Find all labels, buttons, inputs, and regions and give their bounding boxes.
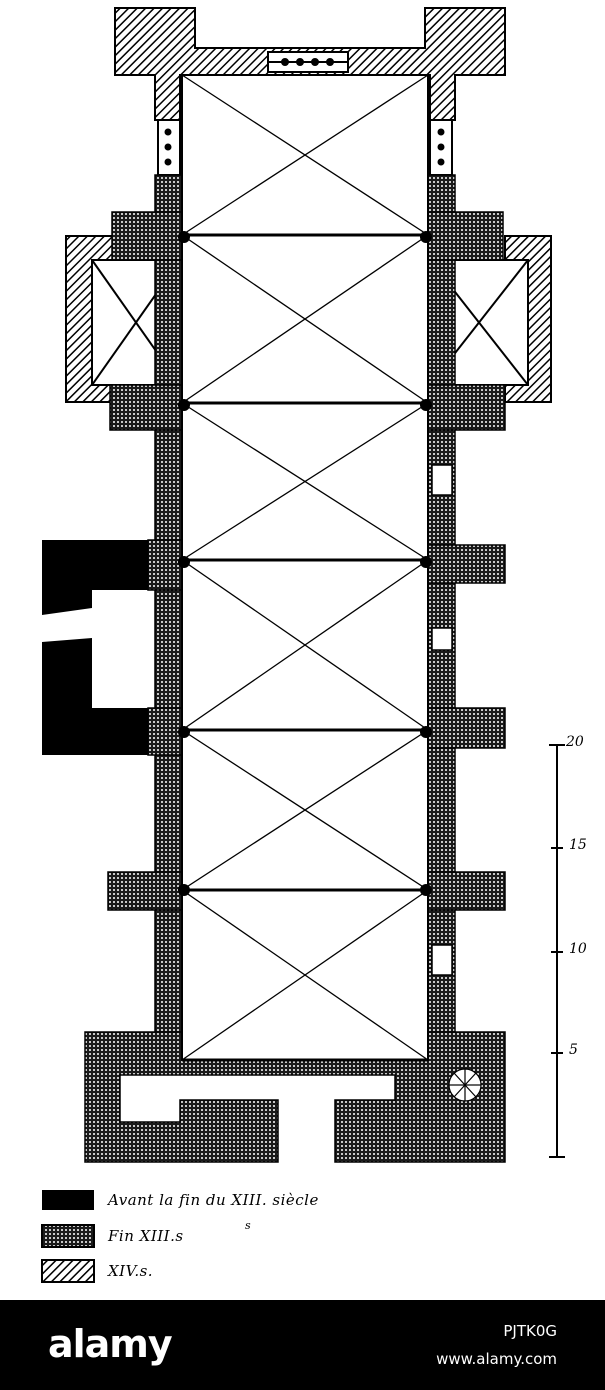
west-porch-hatched	[114, 7, 506, 176]
scale-label-10: 10	[569, 941, 587, 957]
legend-swatch-hatched	[41, 1259, 95, 1283]
nave-walls-dotted	[84, 174, 506, 1163]
scale-label-5: 5	[569, 1042, 578, 1058]
window-openings	[431, 464, 453, 976]
vault-bays	[181, 74, 429, 1061]
spiral-staircase	[448, 1068, 482, 1102]
early-walls-solid	[42, 540, 150, 755]
legend-swatch-dotted	[41, 1224, 95, 1248]
brand-logo: alamy	[48, 1322, 173, 1366]
legend-label-early: Avant la fin du XIII. siècle	[108, 1191, 319, 1209]
scale-bar	[549, 744, 565, 1158]
footer-bar	[0, 1300, 605, 1390]
legend-label-late-13th: Fin XIII.s	[108, 1227, 184, 1245]
scale-label-20: 20	[566, 734, 584, 750]
image-id: PJTK0G	[503, 1322, 557, 1340]
legend-superscript: s	[245, 1219, 251, 1232]
site-url: www.alamy.com	[436, 1350, 557, 1368]
legend-swatch-solid	[42, 1190, 94, 1210]
piers	[178, 231, 432, 896]
church-floor-plan	[41, 7, 565, 1283]
scale-label-15: 15	[569, 837, 587, 853]
legend-label-14th: XIV.s.	[108, 1262, 154, 1280]
transverse-arches	[182, 233, 428, 1062]
